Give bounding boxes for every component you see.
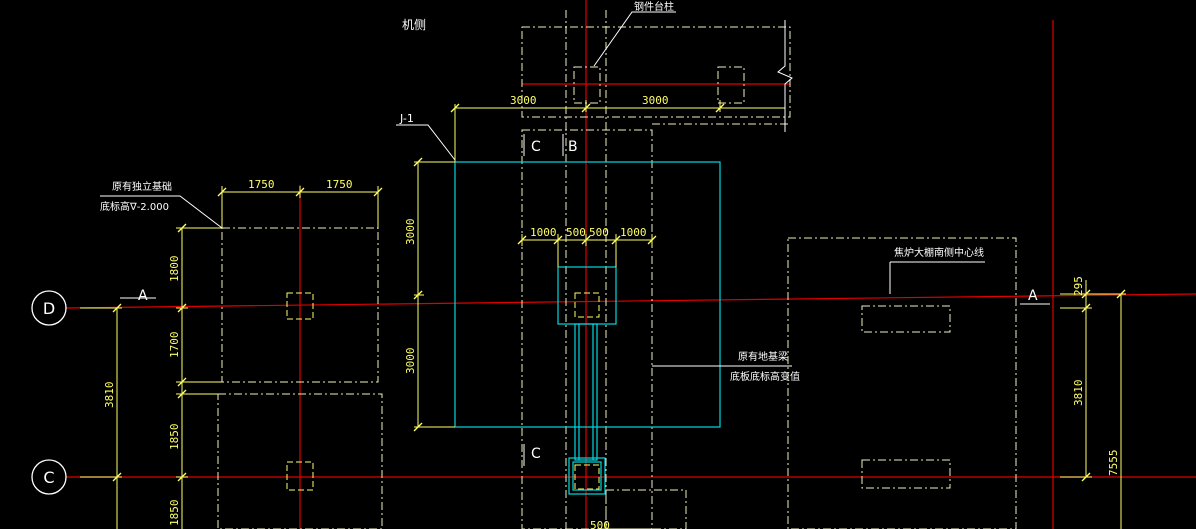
pedestal-c-left bbox=[286, 461, 314, 491]
existing-beam-zone bbox=[521, 129, 653, 529]
dimension-lines bbox=[80, 100, 1126, 529]
dim-text-bottom-500: 500 bbox=[590, 519, 610, 529]
steel-column-note: 钢件台柱 bbox=[634, 0, 674, 13]
c-pedestal-inner bbox=[572, 461, 602, 491]
pedestal-j1-center bbox=[574, 292, 600, 318]
dimension-ticks bbox=[112, 103, 1126, 482]
leader-lines bbox=[100, 11, 1050, 466]
tie-beam-outer bbox=[574, 323, 598, 461]
pedestal-marks bbox=[286, 292, 600, 491]
right-pad-c bbox=[861, 459, 951, 489]
leader-existing-foundation bbox=[100, 195, 223, 229]
coke-oven-note: 焦炉大棚南侧中心线 bbox=[894, 246, 984, 259]
dim-text-j1-3000-top: 3000 bbox=[404, 219, 417, 246]
existing-foundation-note-line2: 底标高∇-2.000 bbox=[100, 200, 169, 213]
existing-beam-note-line1: 原有地基梁 bbox=[738, 350, 788, 363]
dim-text-right-295: 295 bbox=[1072, 276, 1085, 296]
axis-line-d bbox=[65, 293, 1196, 309]
foundation-j1-tag: J-1 bbox=[399, 112, 414, 125]
bottom-pad bbox=[605, 489, 687, 529]
dim-text-right-3810: 3810 bbox=[1072, 380, 1085, 407]
existing-beam-note-line2: 底板底标高变值 bbox=[730, 370, 800, 383]
dim-text-1750-b: 1750 bbox=[326, 178, 353, 191]
existing-structure-outlines bbox=[217, 10, 1017, 529]
existing-foundation-note-line1: 原有独立基础 bbox=[112, 180, 172, 193]
dim-text-inner-500-a: 500 bbox=[566, 226, 586, 239]
foundation-j1 bbox=[454, 161, 721, 495]
section-label-b-top: B bbox=[568, 139, 578, 155]
j1-base-slab bbox=[454, 161, 721, 428]
column-pad-top-left bbox=[573, 66, 601, 104]
leader-steel-column bbox=[593, 11, 676, 67]
axis-bubble-c bbox=[31, 459, 67, 495]
axis-label-c: C bbox=[43, 468, 54, 487]
top-left-note: 机侧 bbox=[402, 18, 426, 32]
dim-text-top-left-3000: 3000 bbox=[510, 94, 537, 107]
dim-text-left-1850-b: 1850 bbox=[168, 500, 181, 527]
existing-top-building bbox=[521, 26, 791, 118]
dim-text-left-1700: 1700 bbox=[168, 332, 181, 359]
grid-axis-lines bbox=[65, 0, 1196, 529]
dim-text-j1-3000-bottom: 3000 bbox=[404, 348, 417, 375]
existing-foundation-lower-left bbox=[217, 393, 383, 529]
axis-label-d: D bbox=[43, 299, 55, 318]
dim-text-left-1800: 1800 bbox=[168, 256, 181, 283]
j1-pedestal bbox=[557, 266, 617, 325]
section-label-c-top: C bbox=[531, 139, 541, 155]
section-label-c-bottom: C bbox=[531, 446, 541, 462]
dim-text-inner-1000-b: 1000 bbox=[620, 226, 647, 239]
dim-text-left-3810: 3810 bbox=[103, 382, 116, 409]
section-label-a-right: A bbox=[1028, 288, 1038, 304]
dim-text-inner-1000-a: 1000 bbox=[530, 226, 557, 239]
column-pad-top-right bbox=[717, 66, 745, 104]
c-pedestal-outer bbox=[568, 457, 606, 495]
dim-text-inner-500-b: 500 bbox=[589, 226, 609, 239]
right-pad-d bbox=[861, 305, 951, 333]
axis-bubble-d bbox=[31, 290, 67, 326]
existing-foundation-upper-left bbox=[221, 227, 379, 383]
coke-oven-zone bbox=[787, 237, 1017, 529]
dim-text-left-1850-a: 1850 bbox=[168, 424, 181, 451]
pedestal-d-left bbox=[286, 292, 314, 320]
break-line-symbol bbox=[777, 20, 793, 132]
dim-text-1750-a: 1750 bbox=[248, 178, 275, 191]
leader-j1 bbox=[396, 124, 456, 161]
pedestal-c-center bbox=[574, 464, 600, 490]
section-label-a-left: A bbox=[138, 288, 148, 304]
axis-bubbles bbox=[31, 290, 67, 495]
dim-text-right-7555: 7555 bbox=[1107, 450, 1120, 477]
dim-text-top-right-3000: 3000 bbox=[642, 94, 669, 107]
